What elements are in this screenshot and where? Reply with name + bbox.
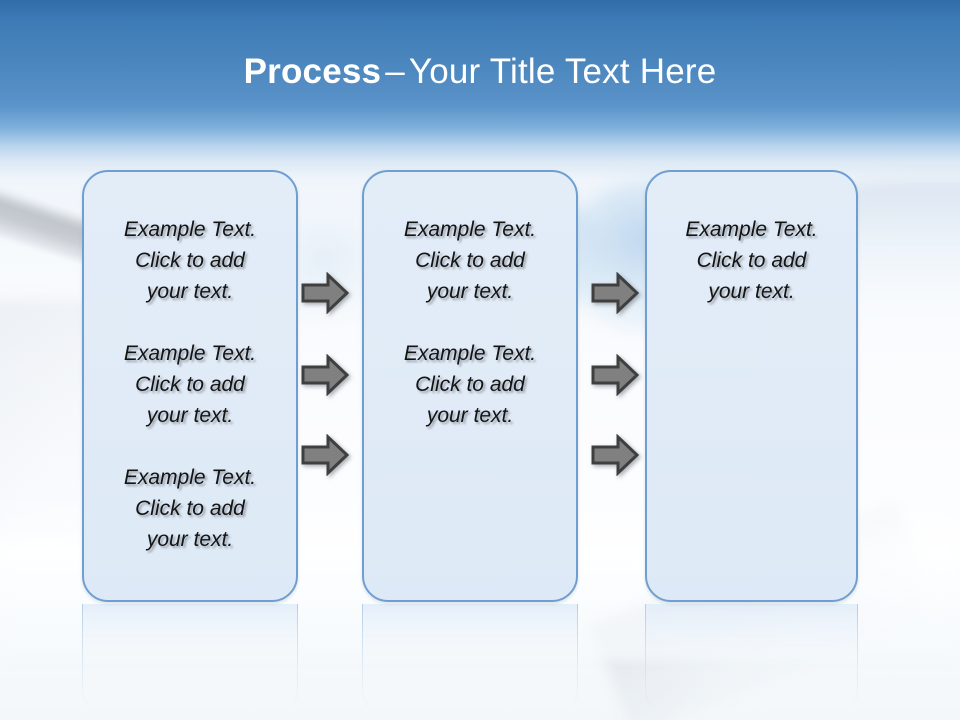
right-arrow-icon[interactable] bbox=[590, 272, 640, 314]
right-arrow-icon[interactable] bbox=[300, 354, 350, 396]
right-arrow-icon[interactable] bbox=[300, 434, 350, 476]
right-arrow-icon[interactable] bbox=[590, 434, 640, 476]
slide-title: Process–Your Title Text Here bbox=[0, 50, 960, 94]
reflection-column-1 bbox=[82, 604, 298, 716]
right-arrow-icon[interactable] bbox=[300, 272, 350, 314]
slide-title-strong: Process bbox=[243, 52, 382, 91]
reflection-column-3 bbox=[645, 604, 858, 716]
right-arrow-icon[interactable] bbox=[590, 354, 640, 396]
slide-title-dash: – bbox=[385, 52, 405, 91]
reflection-column-2 bbox=[362, 604, 578, 716]
slide-title-rest: Your Title Text Here bbox=[408, 52, 717, 91]
